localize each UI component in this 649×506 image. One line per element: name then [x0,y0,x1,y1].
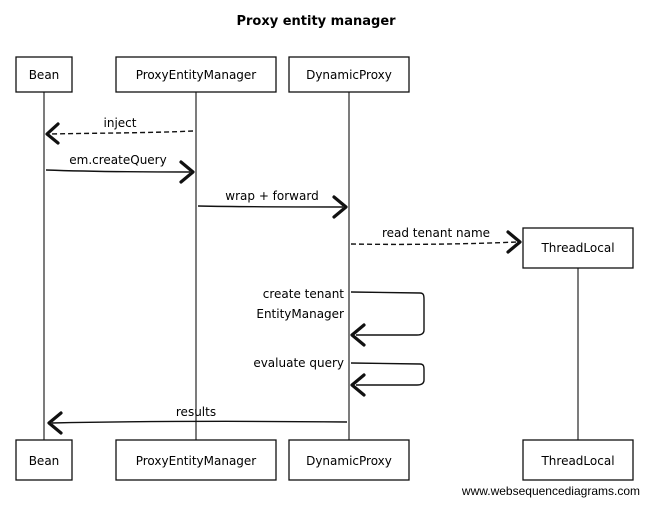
arrowhead [47,411,63,435]
message-results: results [47,405,348,435]
message-wrap-forward: wrap + forward [197,189,348,219]
message-label: results [176,405,216,419]
participant-bean-top: Bean [15,56,73,93]
arrowhead [350,373,366,397]
message-label: inject [104,116,137,130]
message-label: em.createQuery [69,153,166,167]
participant-proxy-entity-manager-bottom: ProxyEntityManager [115,439,277,481]
message-inject: inject [45,116,194,145]
participant-label: ProxyEntityManager [136,454,257,468]
message-create-query: em.createQuery [45,153,195,184]
participant-label: DynamicProxy [306,68,392,82]
message-label-line-2: EntityManager [256,307,344,321]
arrowhead [350,323,366,347]
participant-thread-local-top: ThreadLocal [522,227,634,269]
arrowhead [506,230,522,254]
participant-bean-bottom: Bean [15,439,73,481]
participant-thread-local-bottom: ThreadLocal [522,439,634,481]
participant-label: Bean [29,68,60,82]
message-create-tenant-entity-manager: create tenant EntityManager [256,287,425,347]
participant-label: Bean [29,454,60,468]
participant-proxy-entity-manager-top: ProxyEntityManager [115,56,277,93]
arrowhead [45,122,60,145]
participant-label: ThreadLocal [540,454,614,468]
arrowhead [179,160,195,184]
arrowhead [332,195,348,219]
participant-label: ThreadLocal [540,241,614,255]
message-label: wrap + forward [225,189,318,203]
participant-dynamic-proxy-bottom: DynamicProxy [288,439,410,481]
message-label-line-1: create tenant [263,287,345,301]
diagram-title: Proxy entity manager [236,14,396,29]
message-label: read tenant name [382,226,490,240]
participant-dynamic-proxy-top: DynamicProxy [288,56,410,93]
message-label: evaluate query [253,356,344,370]
message-evaluate-query: evaluate query [253,356,425,397]
participant-label: ProxyEntityManager [136,68,257,82]
participant-label: DynamicProxy [306,454,392,468]
message-read-tenant-name: read tenant name [350,226,522,254]
watermark: www.websequencediagrams.com [461,484,640,498]
